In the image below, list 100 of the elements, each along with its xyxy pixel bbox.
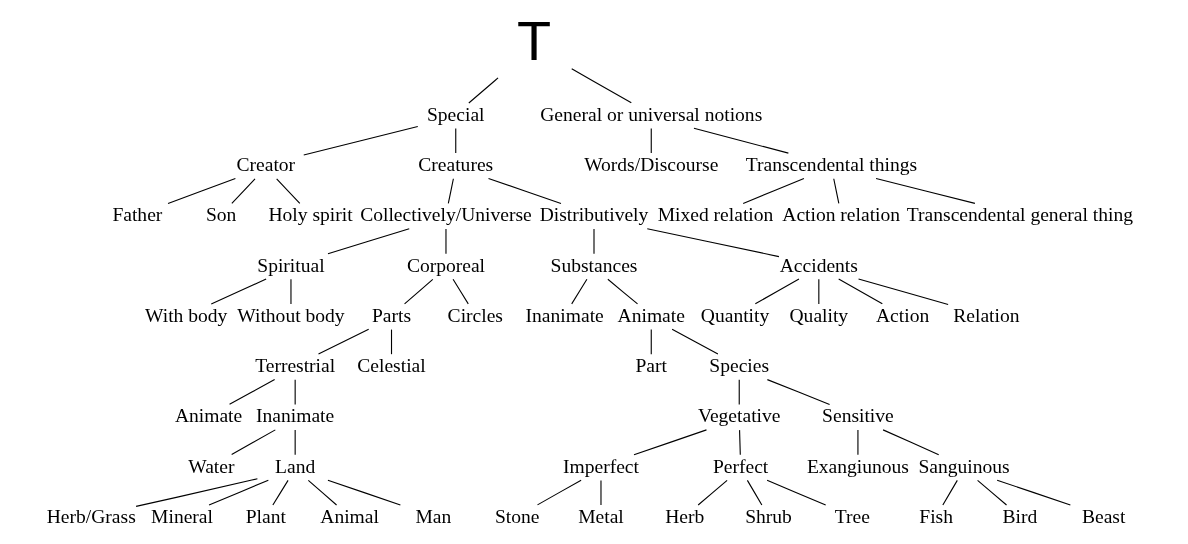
node-text: Quantity [700, 304, 770, 326]
connector [404, 278, 434, 305]
node-text: Animal [320, 505, 379, 527]
node-text: Quality [789, 304, 849, 326]
node-text: Stone [494, 505, 540, 527]
node-text: Sanguinous [918, 455, 1010, 477]
connector [650, 329, 652, 355]
node-text: Parts [371, 304, 412, 326]
connector [697, 479, 728, 506]
connector [996, 479, 1071, 506]
connector [671, 328, 719, 355]
connector [882, 429, 940, 456]
node-text: With body [145, 304, 228, 326]
connector [766, 379, 831, 406]
connector [536, 479, 582, 506]
connector [571, 278, 588, 305]
node-text: Animate [617, 304, 685, 326]
connector [303, 125, 419, 156]
connector [942, 479, 958, 506]
connector [646, 228, 780, 258]
connector [231, 178, 256, 204]
node-text: Herb/Grass [46, 505, 136, 527]
connector [746, 479, 763, 506]
connector [742, 177, 805, 204]
node-text: Bird [1002, 505, 1038, 527]
connector [693, 127, 789, 154]
node-text: Land [275, 455, 316, 477]
node-text: Corporeal [406, 254, 486, 276]
connector [455, 127, 457, 154]
node-text: Plant [245, 505, 286, 527]
node-text: Creatures [418, 154, 494, 176]
connector [452, 278, 469, 305]
connector [977, 479, 1008, 506]
node-text: Exangiunous [806, 455, 909, 477]
node-text: Inanimate [256, 405, 335, 427]
node-text: Spiritual [257, 254, 325, 276]
node-text: Action [876, 304, 930, 326]
node-text: General or universal notions [540, 103, 763, 125]
connector [739, 429, 741, 456]
node-text: Herb [665, 505, 705, 527]
node-text: Creator [236, 154, 296, 176]
connector [317, 328, 370, 355]
connector [307, 479, 338, 506]
node-text: Vegetative [697, 405, 781, 427]
node-text: Man [415, 505, 452, 527]
connector [294, 379, 296, 405]
node-text: Animate [174, 405, 243, 427]
connector [738, 379, 740, 405]
connector [272, 479, 289, 506]
node-text: Circles [447, 304, 503, 326]
connector [833, 178, 840, 204]
connector [875, 177, 976, 204]
connector [468, 77, 499, 104]
connector [208, 479, 269, 506]
node-text: Collectively/Universe [360, 204, 532, 226]
node-text: Sensitive [822, 405, 894, 427]
node-text: Mixed relation [657, 204, 774, 226]
connector [135, 478, 258, 507]
node-text: Fish [919, 505, 953, 527]
connector [231, 429, 276, 456]
node-text: Perfect [712, 455, 769, 477]
node-text: Transcendental things [745, 154, 918, 176]
node-text: Substances [550, 254, 638, 276]
connector [294, 429, 296, 456]
node-text: Words/Discourse [584, 154, 719, 176]
connector [327, 479, 401, 506]
connector [607, 278, 639, 305]
node-text: Without body [237, 304, 345, 326]
connector [838, 278, 883, 305]
node-text: Special [426, 103, 485, 125]
node-text: T [516, 8, 552, 72]
connector [276, 178, 301, 204]
node-text: Species [709, 355, 770, 377]
connector [633, 429, 708, 456]
node-text: Water [188, 455, 235, 477]
connector [487, 177, 562, 204]
connector [858, 278, 949, 305]
connector [766, 479, 827, 506]
node-text: Relation [953, 304, 1020, 326]
connector [229, 379, 276, 405]
connector [754, 278, 800, 305]
node-text: Celestial [357, 355, 426, 377]
node-text: Imperfect [563, 455, 639, 477]
connector [818, 278, 820, 305]
connector [390, 329, 393, 355]
connector [650, 127, 652, 154]
node-text: Mineral [151, 505, 213, 527]
connector [327, 228, 410, 255]
node-text: Holy spirit [268, 204, 353, 226]
node-text: Terrestrial [255, 355, 336, 377]
node-text: Tree [834, 505, 870, 527]
node-text: Transcendental general thing [906, 204, 1134, 226]
node-text: Metal [578, 505, 624, 527]
node-text: Part [635, 355, 668, 377]
node-text: Action relation [782, 204, 901, 226]
connector [167, 177, 236, 204]
node-text: Accidents [779, 254, 858, 276]
connector [210, 278, 267, 305]
node-text: Son [205, 204, 237, 226]
node-text: Inanimate [525, 304, 604, 326]
